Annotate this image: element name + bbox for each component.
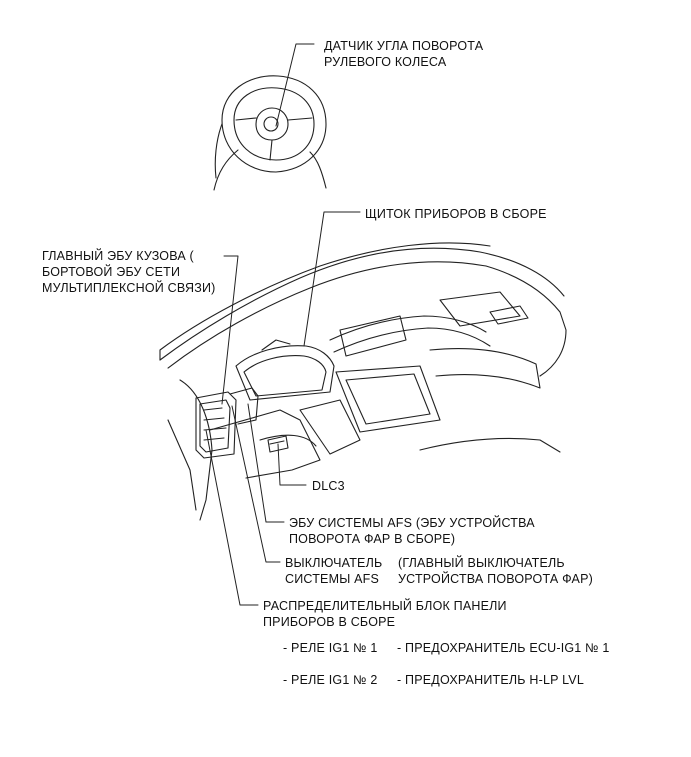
label-line: БОРТОВОЙ ЭБУ СЕТИ <box>42 265 181 279</box>
label-line: DLC3 <box>312 479 345 493</box>
label-line: ПОВОРОТА ФАР В СБОРЕ) <box>289 532 456 546</box>
label-line: УСТРОЙСТВА ПОВОРОТА ФАР) <box>398 572 593 586</box>
instrument-panel-drawing <box>159 242 567 521</box>
label-line: РАСПРЕДЕЛИТЕЛЬНЫЙ БЛОК ПАНЕЛИ <box>263 599 507 613</box>
steering-wheel-drawing <box>213 75 327 191</box>
label-line: ГЛАВНЫЙ ЭБУ КУЗОВА ( <box>42 249 194 263</box>
main-body-ecu-label: ГЛАВНЫЙ ЭБУ КУЗОВА ( БОРТОВОЙ ЭБУ СЕТИ М… <box>42 248 216 296</box>
afs-switch-note-label: (ГЛАВНЫЙ ВЫКЛЮЧАТЕЛЬ УСТРОЙСТВА ПОВОРОТА… <box>398 555 593 587</box>
label-line: СИСТЕМЫ AFS <box>285 572 380 586</box>
relay-ig1-1-label: - РЕЛЕ IG1 № 1 <box>283 641 378 655</box>
label-line: МУЛЬТИПЛЕКСНОЙ СВЯЗИ) <box>42 281 216 295</box>
afs-switch-label: ВЫКЛЮЧАТЕЛЬ СИСТЕМЫ AFS <box>285 555 382 587</box>
label-line: ПРИБОРОВ В СБОРЕ <box>263 615 396 629</box>
label-line: РУЛЕВОГО КОЛЕСА <box>324 55 447 69</box>
meter-label: ЩИТОК ПРИБОРОВ В СБОРЕ <box>365 206 547 222</box>
label-line: (ГЛАВНЫЙ ВЫКЛЮЧАТЕЛЬ <box>398 556 565 570</box>
label-line: ЩИТОК ПРИБОРОВ В СБОРЕ <box>365 207 547 221</box>
leader-lines <box>205 43 361 606</box>
relay-ig1-2-label: - РЕЛЕ IG1 № 2 <box>283 673 378 687</box>
fuse-ecu-ig1-1-label: - ПРЕДОХРАНИТЕЛЬ ECU-IG1 № 1 <box>397 641 610 655</box>
dlc3-label: DLC3 <box>312 478 345 494</box>
label-line: ЭБУ СИСТЕМЫ AFS (ЭБУ УСТРОЙСТВА <box>289 516 535 530</box>
afs-ecu-label: ЭБУ СИСТЕМЫ AFS (ЭБУ УСТРОЙСТВА ПОВОРОТА… <box>289 515 535 547</box>
label-line: ДАТЧИК УГЛА ПОВОРОТА <box>324 39 484 53</box>
label-line: ВЫКЛЮЧАТЕЛЬ <box>285 556 383 570</box>
fuse-h-lp-lvl-label: - ПРЕДОХРАНИТЕЛЬ H-LP LVL <box>397 673 585 687</box>
junction-block-label: РАСПРЕДЕЛИТЕЛЬНЫЙ БЛОК ПАНЕЛИ ПРИБОРОВ В… <box>263 598 507 630</box>
steering-angle-sensor-label: ДАТЧИК УГЛА ПОВОРОТА РУЛЕВОГО КОЛЕСА <box>324 38 483 70</box>
